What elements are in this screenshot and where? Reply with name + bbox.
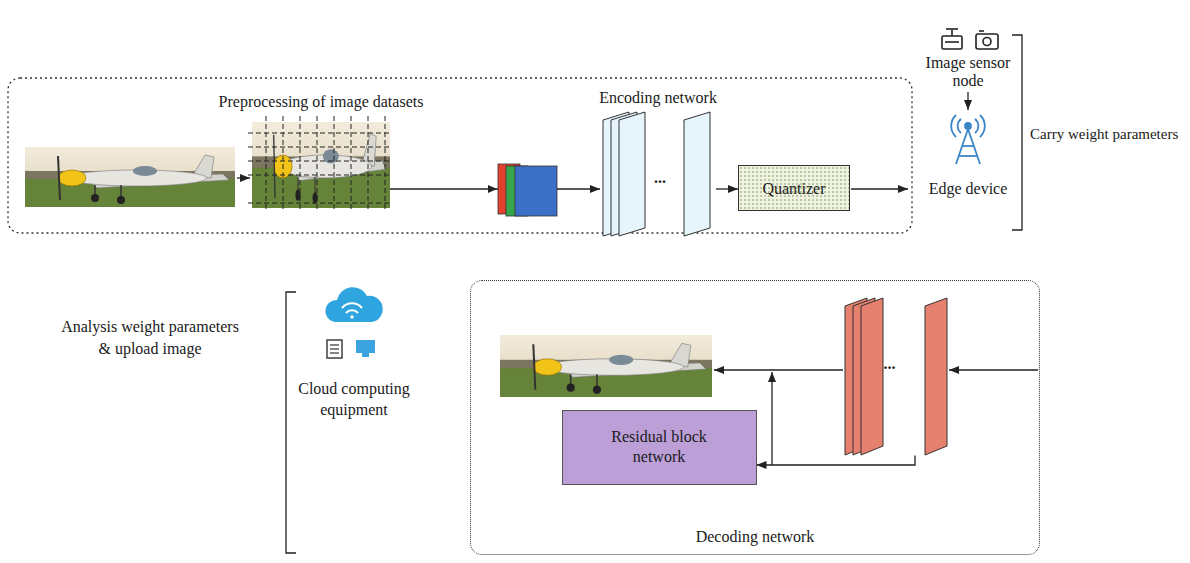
- decoder-layer: [861, 298, 883, 455]
- grid-line: [248, 133, 392, 134]
- ellipsis-text: ...: [654, 168, 666, 187]
- node-text: Image sensor node: [918, 54, 1018, 90]
- connector-arrow: [757, 456, 916, 466]
- radio-antenna: [946, 28, 958, 30]
- blue-channel: [515, 166, 557, 216]
- cloud-icon: [325, 287, 382, 322]
- server-slot: [330, 352, 339, 353]
- node-text: Edge device: [918, 179, 1018, 198]
- flow-arrow: [714, 369, 843, 370]
- node-text: Preprocessing of image datasets: [219, 92, 424, 111]
- residual-block: Residual block network: [562, 410, 757, 485]
- grid-lines: [248, 116, 392, 212]
- grid-line: [385, 116, 386, 212]
- grid-line: [248, 161, 392, 162]
- grid-line: [334, 116, 335, 212]
- bracket: [286, 292, 296, 553]
- radio-icon: [942, 36, 962, 49]
- node-text: Cloud computing equipment: [290, 378, 418, 420]
- node-text: ...: [884, 354, 896, 373]
- camera-icon: [976, 34, 998, 49]
- grid-line: [266, 116, 267, 212]
- encoder-layers: [603, 112, 710, 236]
- connector-arrow: [967, 92, 968, 110]
- camera-lens: [983, 38, 991, 46]
- grid-line: [283, 116, 284, 212]
- server-icon: [327, 340, 342, 358]
- server-slot: [330, 348, 339, 349]
- camera-button: [979, 30, 984, 32]
- decoder-layers: [845, 298, 947, 455]
- output-photo: [500, 335, 712, 397]
- encoding-network: Encoding network...: [600, 110, 716, 238]
- wifi-arc: [346, 310, 358, 313]
- process-box: Quantizer: [738, 165, 850, 211]
- monitor-stand: [362, 353, 369, 357]
- connector-arrow: [716, 188, 738, 189]
- wifi-symbol: [342, 303, 362, 313]
- grid-line: [300, 116, 301, 212]
- skip-arrow: [771, 372, 772, 465]
- sensor-icons: [942, 29, 998, 49]
- signal-wave: [951, 115, 956, 137]
- node-text: Quantizer: [762, 179, 825, 198]
- side-label: Analysis weight parameters & upload imag…: [57, 316, 243, 360]
- antenna-icon: [951, 115, 985, 164]
- signal-wave: [980, 115, 985, 137]
- flow-arrow: [237, 177, 250, 178]
- monitor-icon: [356, 340, 375, 353]
- server-slot: [330, 344, 339, 345]
- cloud-equipment: Cloud computing equipment: [290, 378, 418, 422]
- grid-line: [248, 175, 392, 176]
- wifi-dot: [350, 315, 354, 319]
- antenna-bar: [962, 145, 974, 147]
- signal-wave: [975, 119, 978, 133]
- flow-arrow: [851, 188, 908, 189]
- radio-detail: [945, 41, 959, 43]
- arrow-head-shape: [488, 185, 497, 193]
- node-text: Residual block network: [594, 427, 724, 467]
- radio-antenna: [951, 30, 953, 36]
- grid-line: [248, 203, 392, 204]
- signal-wave: [958, 119, 961, 133]
- input-photo: [25, 147, 235, 207]
- antenna-top: [965, 123, 971, 129]
- encoder-layer: [619, 112, 645, 236]
- grid-line: [317, 116, 318, 212]
- decoder-region: ... Residual block networkDecoding networ…: [470, 280, 1040, 555]
- flow-arrow: [949, 369, 1038, 370]
- image-grid-block: Preprocessing of image datasets: [252, 122, 390, 208]
- decoder-layers: ...: [843, 296, 953, 456]
- node-text: Encoding network: [599, 88, 717, 107]
- antenna-bar: [959, 155, 977, 157]
- grid-line: [248, 147, 392, 148]
- encoder-region: [8, 78, 912, 233]
- node-text: Decoding network: [471, 527, 1039, 546]
- decoder-layer: [925, 298, 947, 455]
- grid-line: [368, 116, 369, 212]
- wifi-arc: [342, 303, 362, 308]
- encoder-layer: [684, 112, 710, 236]
- bracket: [1012, 35, 1022, 230]
- edge-device: Edge device: [918, 110, 1018, 198]
- grid-photo: [252, 122, 390, 208]
- sensor-node: Image sensor node: [918, 52, 1018, 92]
- grid-line: [351, 116, 352, 212]
- side-label: Carry weight parameters: [1030, 124, 1178, 144]
